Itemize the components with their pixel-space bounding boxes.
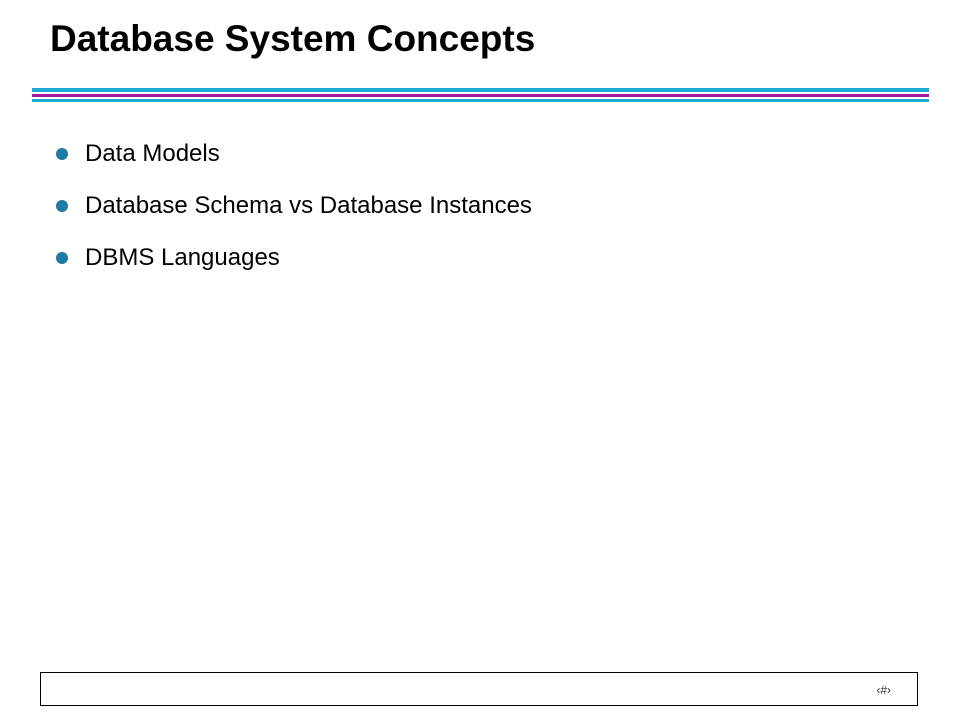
bullet-item: Database Schema vs Database Instances <box>56 180 532 232</box>
bullet-text: Data Models <box>85 140 220 167</box>
bullet-dot-icon <box>56 252 68 264</box>
bullet-item: DBMS Languages <box>56 232 532 284</box>
bullet-item: Data Models <box>56 128 532 180</box>
bullet-dot-icon <box>56 200 68 212</box>
bullet-text: DBMS Languages <box>85 244 280 271</box>
bullet-text: Database Schema vs Database Instances <box>85 192 532 219</box>
title-rule-bottom <box>32 99 929 102</box>
slide-title: Database System Concepts <box>50 18 536 59</box>
bullet-dot-icon <box>56 148 68 160</box>
title-rule-top <box>32 88 929 92</box>
bullet-list: Data Models Database Schema vs Database … <box>56 128 532 284</box>
title-rule-middle <box>32 94 929 97</box>
page-number: ‹#› <box>876 683 891 697</box>
footer-box: ‹#› <box>40 672 918 706</box>
